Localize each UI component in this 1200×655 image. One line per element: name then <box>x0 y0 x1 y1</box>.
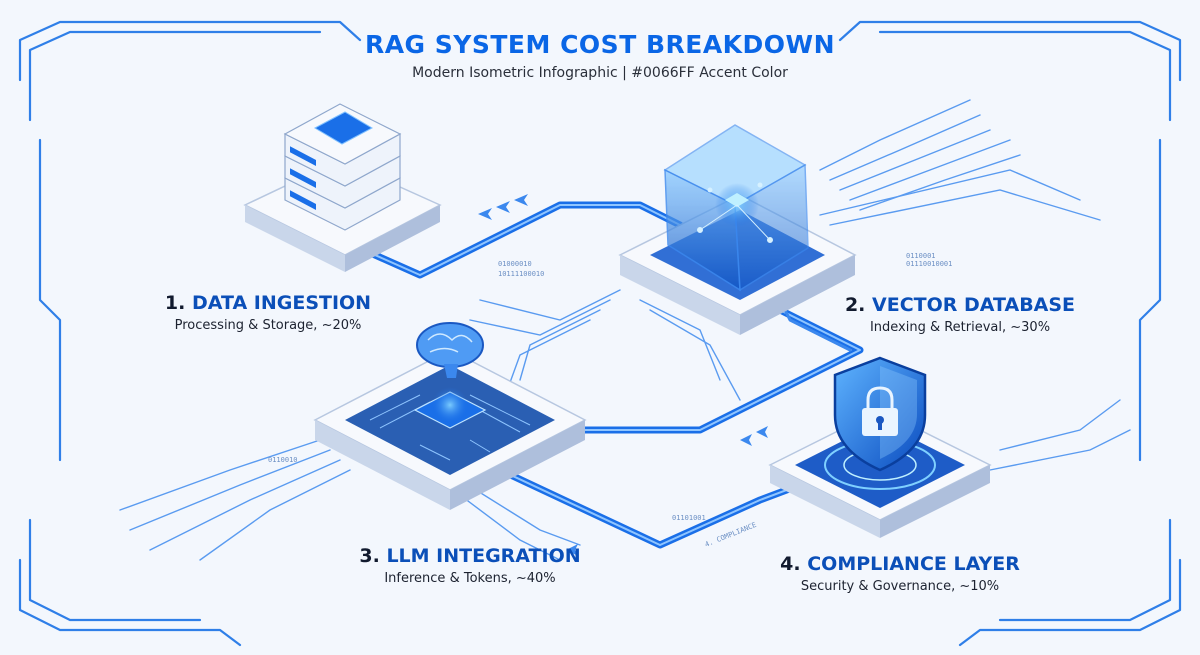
brain-chip-icon <box>313 322 587 510</box>
circuit-traces <box>119 99 1131 561</box>
component-number: 4. <box>780 553 801 575</box>
component-title: VECTOR DATABASE <box>872 294 1076 316</box>
binary-label-c: 0110001 <box>906 252 936 260</box>
binary-label-f: 0110010 <box>268 456 298 464</box>
flow-arrows <box>478 194 768 556</box>
page-subtitle: Modern Isometric Infographic | #0066FF A… <box>412 65 788 81</box>
component-label-llm-integration: 3. LLM INTEGRATION Inference & Tokens, ~… <box>350 545 590 586</box>
component-description: Inference & Tokens, ~40% <box>384 571 556 586</box>
glass-cube-icon <box>618 124 857 335</box>
component-number: 3. <box>359 545 380 567</box>
component-number: 1. <box>164 292 186 314</box>
component-title: LLM INTEGRATION <box>386 545 581 567</box>
frame-circuit <box>18 20 1182 647</box>
component-description: Processing & Storage, ~20% <box>174 318 362 333</box>
shield-lock-icon <box>768 356 992 538</box>
binary-label-a: 01000010 <box>498 260 532 268</box>
component-label-compliance-layer: 4. COMPLIANCE LAYER Security & Governanc… <box>770 553 1030 594</box>
header: RAG SYSTEM COST BREAKDOWN Modern Isometr… <box>0 30 1200 81</box>
component-label-data-ingestion: 1. DATA INGESTION Processing & Storage, … <box>148 292 388 333</box>
binary-label-b: 10111100010 <box>498 270 544 278</box>
page-title: RAG SYSTEM COST BREAKDOWN <box>364 30 836 59</box>
server-stack-icon <box>243 103 442 272</box>
component-number: 2. <box>844 294 866 316</box>
component-label-vector-database: 2. VECTOR DATABASE Indexing & Retrieval,… <box>830 294 1090 335</box>
component-title: COMPLIANCE LAYER <box>807 553 1020 575</box>
brain-icon <box>416 322 484 378</box>
component-title: DATA INGESTION <box>191 292 372 314</box>
component-description: Indexing & Retrieval, ~30% <box>869 320 1051 335</box>
binary-label-d: 01110010001 <box>906 260 952 268</box>
component-description: Security & Governance, ~10% <box>800 579 1000 594</box>
binary-label-e: 01101001 <box>672 514 706 522</box>
